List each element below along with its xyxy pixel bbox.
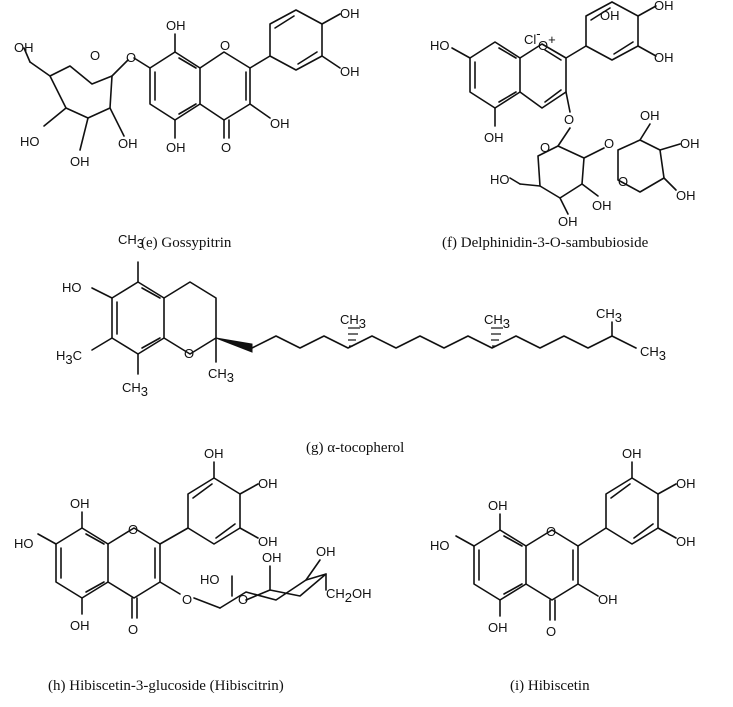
- f-oh-xyl-3: OH: [680, 136, 700, 151]
- e-ring-o: O: [90, 48, 100, 63]
- e-ring-o-c: O: [220, 38, 230, 53]
- e-oh-3c: OH: [270, 116, 290, 131]
- structure-hibiscetin: OH HO OH O O OH OH OH OH: [430, 446, 696, 639]
- i-ring-o: O: [546, 524, 556, 539]
- caption-f: (f) Delphinidin-3-O-sambubioside: [442, 235, 649, 251]
- f-oh-4p: OH: [654, 0, 674, 13]
- h-glyco-o: O: [182, 592, 192, 607]
- f-oh-glc-4: OH: [558, 214, 578, 229]
- e-oh-3: OH: [70, 154, 90, 169]
- g-ch3-c2: CH3: [208, 366, 234, 385]
- h-oh-8: OH: [70, 496, 90, 511]
- e-ho-4: HO: [20, 134, 40, 149]
- i-oh-4p: OH: [676, 476, 696, 491]
- structure-gossypitrin: OH O O HO OH OH OH O OH O OH OH OH: [14, 6, 360, 169]
- g-ch3-12a: CH3: [596, 306, 622, 325]
- f-xyl-ring-o: O: [618, 174, 628, 189]
- h-ho-glc: HO: [200, 572, 220, 587]
- i-oh-8: OH: [488, 498, 508, 513]
- f-oh-5p: OH: [654, 50, 674, 65]
- e-oh-5: OH: [166, 140, 186, 155]
- h-ring-o: O: [128, 522, 138, 537]
- e-oh-4p: OH: [340, 6, 360, 21]
- e-oh-8: OH: [166, 18, 186, 33]
- i-ho-7: HO: [430, 538, 450, 553]
- g-ch3-4p: CH3: [340, 312, 366, 331]
- f-link-o: O: [604, 136, 614, 151]
- f-ho-7: HO: [430, 38, 450, 53]
- f-chloride: Cl-: [524, 26, 541, 47]
- h-glc-ring-o: O: [238, 592, 248, 607]
- i-oh-top: OH: [622, 446, 642, 461]
- g-ho: HO: [62, 280, 82, 295]
- f-oh-5: OH: [484, 130, 504, 145]
- i-oh-3: OH: [598, 592, 618, 607]
- f-glyco-o: O: [564, 112, 574, 127]
- caption-h: (h) Hibiscetin-3-glucoside (Hibiscitrin): [48, 678, 284, 694]
- g-ch3-8p: CH3: [484, 312, 510, 331]
- caption-i: (i) Hibiscetin: [510, 678, 590, 694]
- e-glyco-o: O: [126, 50, 136, 65]
- i-oh-5: OH: [488, 620, 508, 635]
- g-ch3-top: CH3: [118, 232, 144, 251]
- e-oh-ch2: OH: [14, 40, 34, 55]
- i-oh-5p: OH: [676, 534, 696, 549]
- f-oh-glc-3: OH: [592, 198, 612, 213]
- g-ring-o: O: [184, 346, 194, 361]
- structure-hibiscitrin: OH HO OH O O OH OH OH O HO O OH OH CH2OH: [14, 446, 372, 637]
- h-oh-top: OH: [204, 446, 224, 461]
- g-ch3-bottom: CH3: [122, 380, 148, 399]
- e-carbonyl-o: O: [221, 140, 231, 155]
- i-carbonyl-o: O: [546, 624, 556, 639]
- g-ch3-12b: CH3: [640, 344, 666, 363]
- f-oxonium: O+: [538, 32, 556, 53]
- e-oh-3p: OH: [340, 64, 360, 79]
- h-oh-glc-4: OH: [316, 544, 336, 559]
- h-ch2oh: CH2OH: [326, 586, 372, 605]
- caption-g: (g) α-tocopherol: [306, 440, 404, 456]
- h-oh-5: OH: [70, 618, 90, 633]
- h-ho-7: HO: [14, 536, 34, 551]
- g-h3c: H3C: [56, 348, 82, 367]
- f-oh-xyl-2: OH: [640, 108, 660, 123]
- f-ho-ch2: HO: [490, 172, 510, 187]
- h-oh-glc-3: OH: [262, 550, 282, 565]
- h-oh-4p: OH: [258, 476, 278, 491]
- f-oh-top: OH: [600, 8, 620, 23]
- e-oh-2: OH: [118, 136, 138, 151]
- f-oh-xyl-4: OH: [676, 188, 696, 203]
- structure-delphinidin: Cl- O+ HO OH OH OH OH O O HO OH OH O O O…: [430, 0, 700, 229]
- caption-e: (e) Gossypitrin: [141, 235, 232, 251]
- structure-tocopherol: CH3 HO H3C CH3 O CH3 CH3 CH3 CH3 CH3: [56, 232, 666, 399]
- h-oh-5p: OH: [258, 534, 278, 549]
- f-glc-ring-o: O: [540, 140, 550, 155]
- h-carbonyl-o: O: [128, 622, 138, 637]
